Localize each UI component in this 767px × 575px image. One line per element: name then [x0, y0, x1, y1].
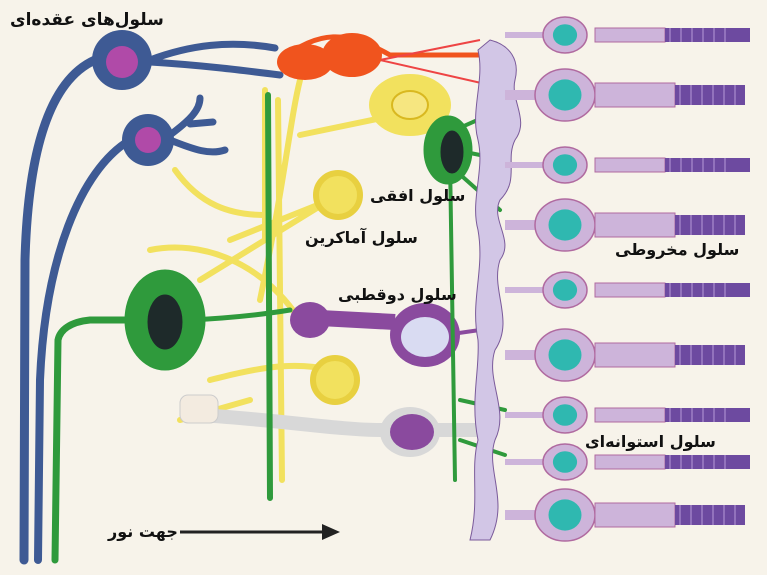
cone-nucleus [549, 339, 582, 370]
label-bipolar: سلول دوقطبی [338, 285, 457, 304]
label-ganglion: سلول‌های عقده‌ای [10, 10, 164, 30]
cone-nucleus [549, 79, 582, 110]
rod-inner-segment [595, 28, 665, 42]
ganglion-nucleus-1 [106, 46, 138, 78]
rod-inner-segment [595, 283, 665, 297]
rod-outer-segment [665, 283, 750, 297]
rod-outer-segment [665, 408, 750, 422]
cone-nucleus [549, 209, 582, 240]
rod-inner-segment [595, 158, 665, 172]
rod-outer-segment [665, 455, 750, 469]
rod-nucleus [553, 404, 577, 426]
label-light-direction: جهت نور [108, 522, 178, 541]
rod-inner-segment [595, 455, 665, 469]
rod-nucleus [553, 154, 577, 176]
cone-inner-segment [595, 213, 675, 237]
rod-inner-segment [595, 408, 665, 422]
cone-inner-segment [595, 343, 675, 367]
label-horizontal: سلول افقی [370, 186, 465, 205]
rod-nucleus [553, 279, 577, 301]
rod-nucleus [553, 451, 577, 473]
label-amacrine: سلول آماکرین [305, 228, 418, 247]
red-bipolar-cell [277, 33, 490, 85]
rod-outer-segment [665, 158, 750, 172]
light-direction-arrow [180, 524, 340, 540]
cone-inner-segment [595, 83, 675, 107]
label-rod: سلول استوانه‌ای [585, 432, 716, 451]
ganglion-dendrite-1 [150, 44, 280, 75]
photoreceptor-cells [505, 17, 750, 541]
label-cone: سلول مخروطی [615, 240, 739, 259]
amacrine-body-2 [313, 358, 357, 402]
ganglion-axon-2 [38, 140, 130, 560]
ganglion-dendrite-2 [170, 98, 225, 152]
rod-outer-segment [665, 28, 750, 42]
rod-nucleus [553, 24, 577, 46]
amacrine-body-1 [316, 173, 360, 217]
ganglion-nucleus-2 [135, 127, 161, 153]
cone-nucleus [549, 499, 582, 530]
cone-inner-segment [595, 503, 675, 527]
